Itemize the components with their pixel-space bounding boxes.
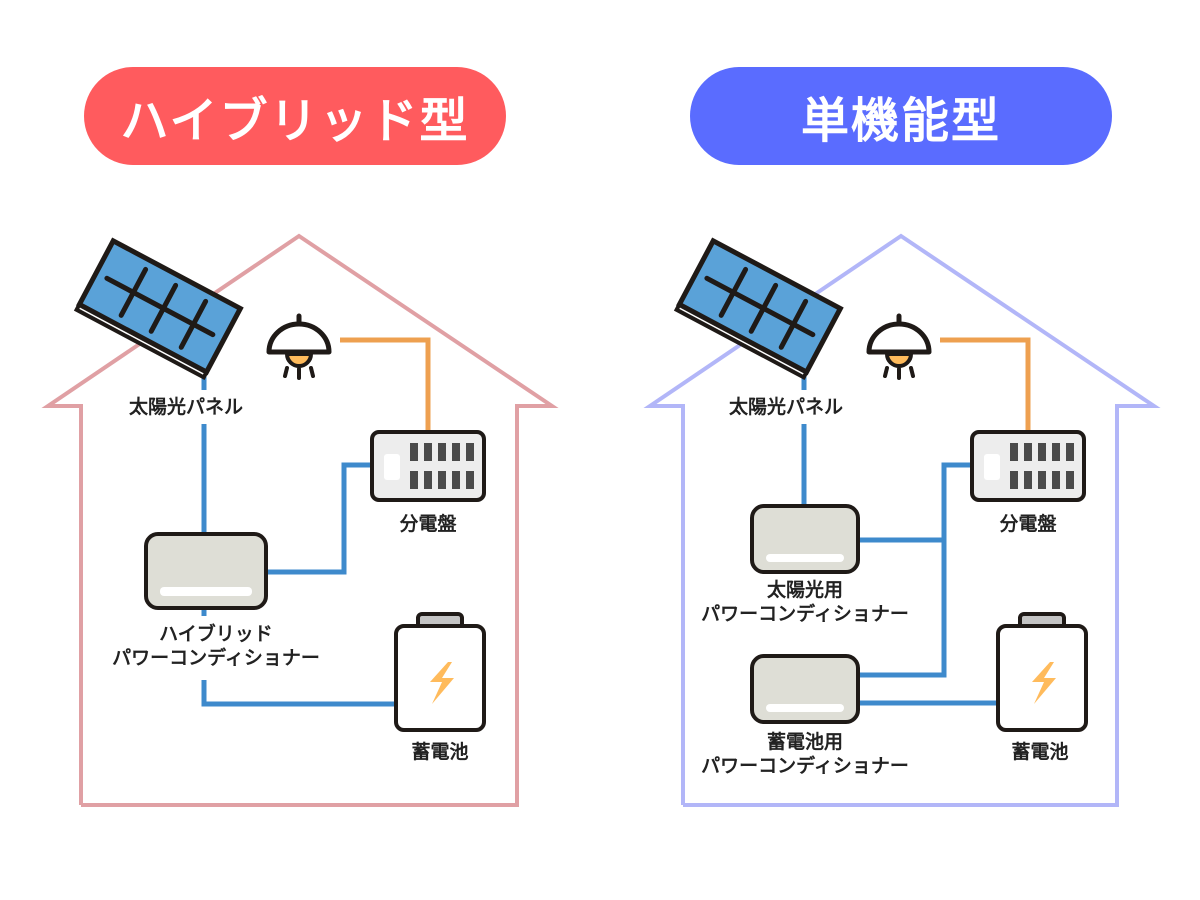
- single-battery-label: 蓄電池: [1011, 741, 1069, 763]
- hybrid-wire-pcs-board: [266, 462, 372, 575]
- single-battery-pcs-label-line2: パワーコンディショナー: [701, 755, 909, 777]
- hybrid-power-conditioner-icon: [144, 532, 268, 610]
- single-solar-pcs-label-line2: パワーコンディショナー: [701, 603, 909, 625]
- single-solar-pcs-label-line1: 太陽光用: [766, 579, 844, 601]
- single-wire-solar-pcs-board: [858, 462, 972, 543]
- hybrid-distribution-board-icon: [370, 430, 486, 502]
- hybrid-power-conditioner-label: ハイブリッド パワーコンディショナー: [112, 622, 320, 670]
- single-distribution-board-icon: [970, 430, 1086, 502]
- single-battery-power-conditioner-label: 蓄電池用 パワーコンディショナー: [701, 730, 909, 778]
- hybrid-power-conditioner-label-line2: パワーコンディショナー: [112, 647, 320, 669]
- hybrid-type-title-badge: ハイブリッド型: [84, 67, 506, 165]
- single-type-title-badge: 単機能型: [690, 67, 1112, 165]
- single-wire-battery-pcs-board: [858, 540, 947, 678]
- hybrid-house-outline: [41, 233, 559, 807]
- hybrid-wire-pcs-battery: [201, 680, 396, 707]
- single-ac-wire-board-light: [940, 337, 1031, 432]
- single-solar-power-conditioner-icon: [750, 504, 860, 574]
- single-solar-panel-icon: [677, 241, 841, 377]
- hybrid-diagram: [41, 233, 559, 807]
- single-battery-power-conditioner-icon: [750, 654, 860, 724]
- hybrid-distribution-board-label: 分電盤: [399, 513, 457, 535]
- hybrid-type-title: ハイブリッド型: [120, 93, 470, 149]
- hybrid-ac-wire-board-light: [340, 337, 431, 432]
- single-solar-panel-label: 太陽光パネル: [728, 396, 844, 418]
- single-distribution-board-label: 分電盤: [999, 513, 1057, 535]
- single-light-bulb-icon: [869, 316, 929, 378]
- hybrid-battery-icon: [394, 612, 486, 732]
- single-battery-pcs-label-line1: 蓄電池用: [766, 731, 844, 753]
- single-house-outline: [643, 233, 1161, 807]
- hybrid-battery-label: 蓄電池: [411, 741, 469, 763]
- hybrid-light-bulb-icon: [269, 316, 329, 378]
- single-wires: [801, 337, 1031, 706]
- single-solar-power-conditioner-label: 太陽光用 パワーコンディショナー: [701, 578, 909, 626]
- hybrid-solar-panel-icon: [77, 241, 241, 377]
- single-diagram: [643, 233, 1161, 807]
- hybrid-solar-panel-label: 太陽光パネル: [128, 396, 244, 418]
- hybrid-power-conditioner-label-line1: ハイブリッド: [159, 623, 273, 645]
- single-type-title: 単機能型: [800, 93, 1001, 149]
- single-battery-icon: [996, 612, 1088, 732]
